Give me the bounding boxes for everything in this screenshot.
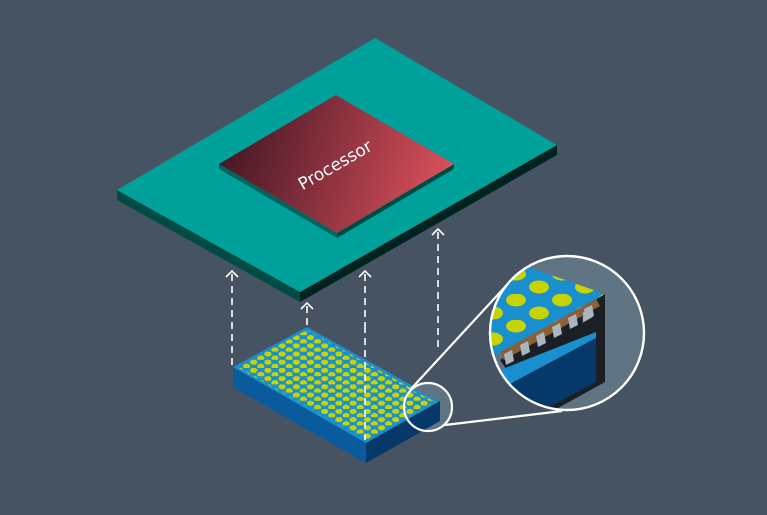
mounting-arrows xyxy=(225,227,445,366)
magnified-callout xyxy=(488,254,646,412)
magnifier-source-circle xyxy=(402,381,454,433)
arrow-up-icon xyxy=(358,269,372,326)
processor-chip: Processor xyxy=(219,95,454,238)
arrow-up-icon xyxy=(300,301,314,325)
solder-bumps xyxy=(500,299,600,365)
arrow-up-icon xyxy=(225,269,239,366)
arrow-up-icon xyxy=(431,227,445,347)
ball-grid xyxy=(237,330,436,440)
callout-connector xyxy=(409,274,563,427)
